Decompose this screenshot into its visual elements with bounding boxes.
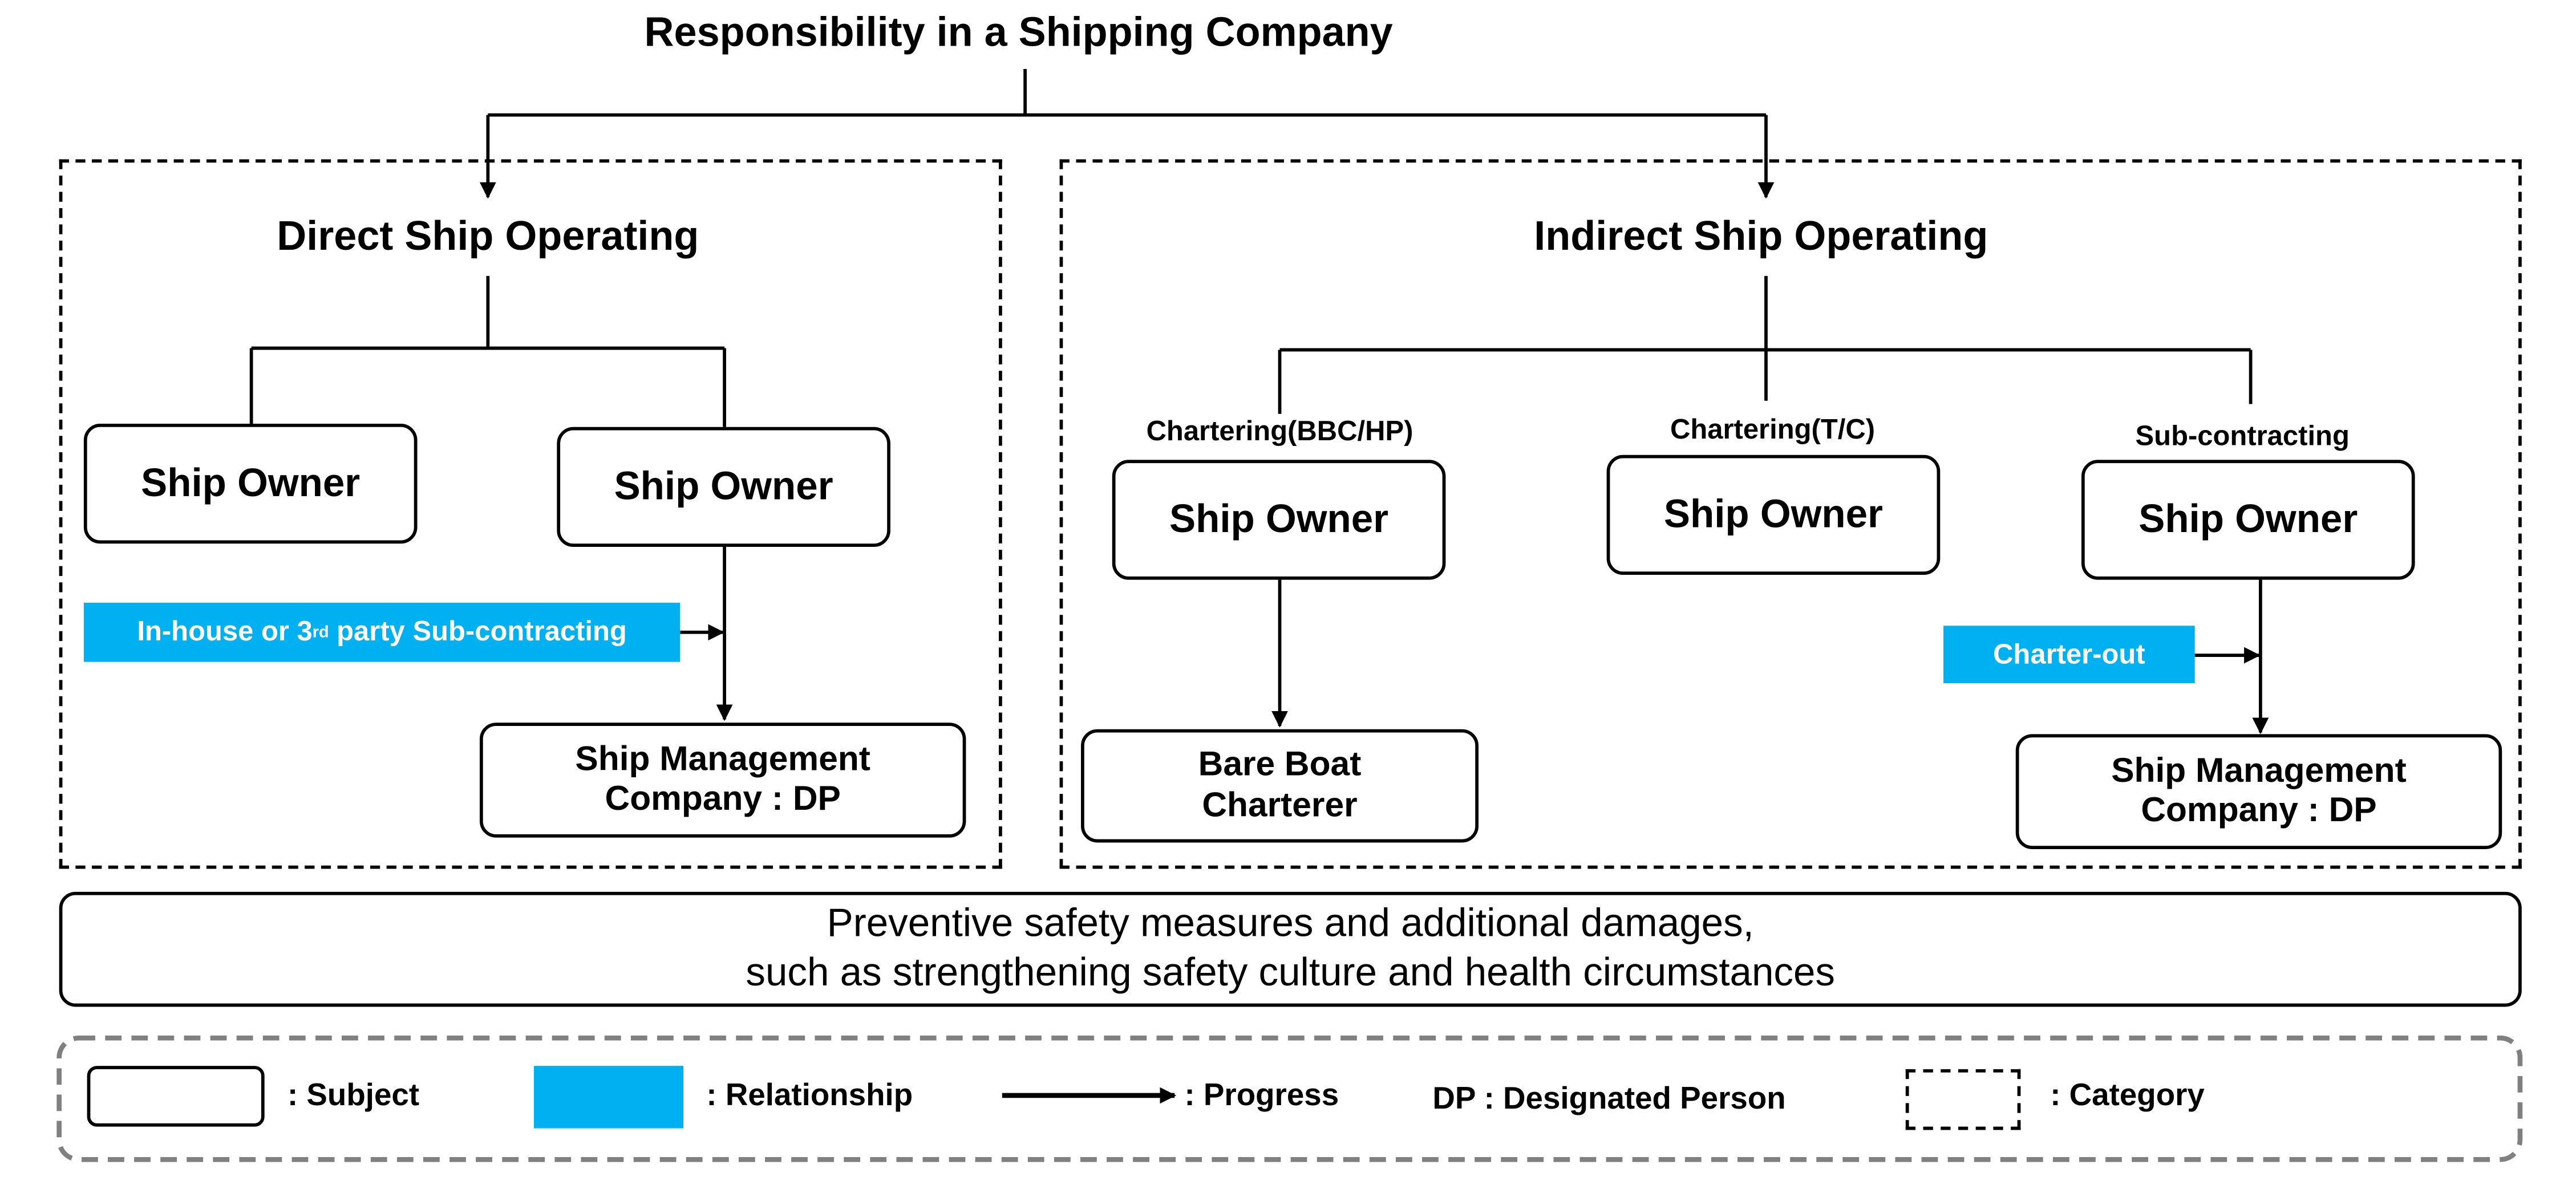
legend-dp-label: DP : Designated Person	[1432, 1082, 1786, 1117]
legend-relationship-label: : Relationship	[706, 1079, 913, 1114]
preventive-measures-banner: Preventive safety measures and additiona…	[59, 891, 2522, 1007]
chartering-tc-label: Chartering(T/C)	[1670, 413, 1876, 445]
indirect-relationship-label: Charter-out	[1943, 626, 2195, 684]
direct-ship-owner-left: Ship Owner	[83, 424, 418, 544]
direct-category-frame	[59, 159, 1002, 869]
direct-ship-owner-right: Ship Owner	[557, 427, 890, 547]
legend-subject-label: : Subject	[287, 1079, 420, 1114]
page-title: Responsibility in a Shipping Company	[644, 10, 1393, 56]
direct-ship-management-company: Ship Management Company : DP	[479, 723, 966, 838]
direct-heading: Direct Ship Operating	[277, 213, 699, 260]
legend-progress-label: : Progress	[1184, 1079, 1339, 1114]
indirect-ship-owner-bbc: Ship Owner	[1112, 460, 1446, 580]
legend-border	[56, 1035, 2523, 1162]
indirect-ship-management-company: Ship Management Company : DP	[2015, 734, 2502, 849]
legend-relationship-swatch	[534, 1066, 684, 1129]
indirect-heading: Indirect Ship Operating	[1534, 213, 1988, 260]
indirect-ship-owner-tc: Ship Owner	[1606, 455, 1941, 575]
indirect-ship-owner-subcontract: Ship Owner	[2081, 460, 2415, 580]
legend-category-label: : Category	[2050, 1079, 2205, 1114]
chartering-bbc-label: Chartering(BBC/HP)	[1146, 415, 1413, 447]
subcontracting-label: Sub-contracting	[2135, 420, 2350, 452]
indirect-category-frame	[1059, 159, 2522, 869]
legend-subject-swatch	[87, 1066, 265, 1127]
legend-category-swatch	[1905, 1069, 2021, 1130]
bare-boat-charterer: Bare Boat Charterer	[1081, 729, 1479, 843]
